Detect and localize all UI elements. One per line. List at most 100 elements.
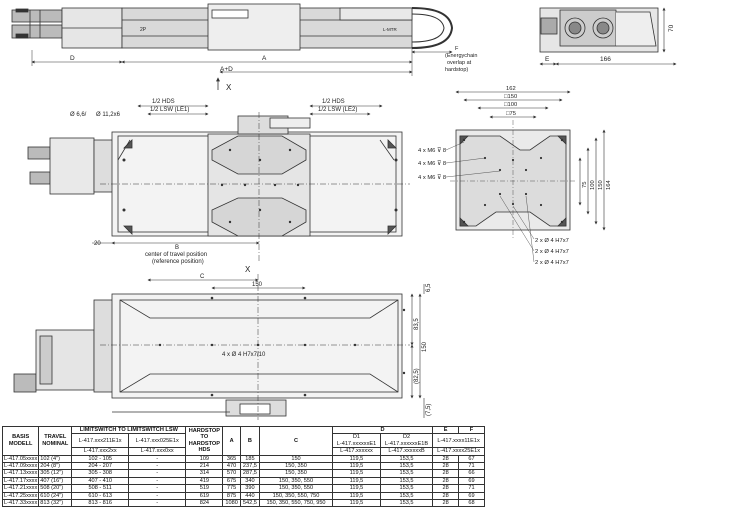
table-cell: 204 - 207 [71,462,130,471]
thread-label-3: 4 x M6 ⊽ 8 [418,174,446,181]
table-cell: 109 [185,454,224,464]
table-cell: 102 (4") [38,454,73,464]
platform-labels: 162 □150 □100 □75 4 x M6 ⊽ 8 4 x M6 ⊽ 8 … [418,86,612,266]
table-cell: 340 [239,476,261,486]
table-cell: - [128,469,187,478]
header-a: A [222,426,241,456]
table-cell: 287,5 [239,469,261,478]
spec-table: BASIS MODELL TRAVEL NOMINAL LIMITSWITCH … [1,425,485,508]
table-cell: 824 [185,499,224,508]
dim-ad-label: A+D [220,66,233,73]
table-cell: 440 [239,491,261,501]
table-cell: 610 - 613 [71,491,130,501]
table-cell: 28 [432,462,460,471]
vert-dim-75: 75 [582,182,588,188]
vert-dim-100: 100 [590,180,596,190]
vert-dim-164: 164 [606,180,612,190]
table-cell: 542,5 [239,499,261,508]
technical-drawing: D A A+D 2P L-MTR F (Energychain overlap … [11,3,677,420]
table-subheader-row-2: L-417.xxx2xx L-417.xxx0xx L-417.xxxxxx L… [3,447,485,456]
top-view-labels: D A A+D 2P L-MTR F (Energychain overlap … [70,27,477,73]
table-cell: 813 (32") [38,499,73,508]
table-cell: 508 - 511 [71,484,130,493]
sub-d1b: L-417.xxxxxx [332,447,381,456]
dim-82-5-label: (82,5) [414,368,420,384]
hole-11-2-label: Ø 11,2x6 [96,112,121,118]
table-cell: 119,5 [332,499,381,508]
table-cell: L-417.17xxxx [1,476,40,486]
table-cell: 519 [185,484,224,493]
sub-d2b: L-417.xxxxxxB [379,447,434,456]
table-cell: 153,5 [379,499,434,508]
dim-f-line4: hardstop) [445,67,468,73]
half-lsw-le2: 1/2 LSW (LE2) [318,107,357,113]
platform-view [445,90,606,263]
table-cell: 365 [222,454,241,464]
d1-title: D1 [352,434,361,441]
table-cell: 153,5 [379,484,434,493]
table-cell: 28 [432,491,460,501]
table-cell: 68 [458,499,485,508]
table-header-row: BASIS MODELL TRAVEL NOMINAL LIMITSWITCH … [1,425,485,456]
dim-20-label: 20 [94,241,101,247]
table-cell: 185 [239,454,261,464]
dim-e-label: E [545,56,550,63]
label-2p: 2P [140,27,147,33]
header-basis: BASIS MODELL [1,426,40,456]
axis-x-bottom: X [245,265,251,274]
main-view-labels: X 1/2 HDS 1/2 LSW (LE1) 1/2 HDS 1/2 LSW … [70,83,357,274]
main-view [27,77,410,262]
table-cell: 407 (16") [38,476,73,486]
table-cell: 1080 [222,499,241,508]
table-cell: L-417.05xxxx [1,454,40,464]
header-lsw: LIMITSWITCH TO LIMITSWITCH LSW [71,425,187,435]
header-b: B [239,426,261,456]
d2-title: D2 [402,434,411,441]
header-e: E [432,425,460,435]
table-cell: 214 [185,462,224,471]
table-cell: 390 [239,484,261,493]
sub-lsw4: L-417.xxx0xx [128,447,187,456]
table-cell: 119,5 [332,469,381,478]
table-cell: 28 [432,454,460,464]
pin-note-label: 4 x Ø 4 H7x7/10 [222,352,266,358]
table-cell: L-417.25xxxx [1,491,40,501]
sub-d1a: L-417.xxxxxxE1 [336,440,377,447]
dim-162-label: 162 [506,86,516,92]
table-cell: 153,5 [379,491,434,501]
pin-label-3: 2 x Ø 4 H7x7 [535,260,569,266]
dim-83-5-label: 83,5 [414,318,420,330]
table-cell: 419 [185,476,224,486]
dim-75-label: □75 [506,111,516,117]
table-cell: 150, 350, 550, 750, 950 [259,499,333,508]
table-cell: 570 [222,469,241,478]
table-cell: 119,5 [332,491,381,501]
table-cell: 150, 350, 550 [259,476,333,486]
vert-dim-150: 150 [598,180,604,190]
table-cell: 153,5 [379,454,434,464]
table-cell: 66 [458,469,485,478]
dim-150-v-label: 150 [422,341,428,352]
half-hds-right: 1/2 HDS [322,99,345,105]
table-cell: 69 [458,476,485,486]
side-view [539,7,677,66]
sub-efb: L-417.xxxx25E1x [432,447,485,456]
table-cell: 875 [222,491,241,501]
table-cell: 619 [185,491,224,501]
table-cell: 610 (24") [38,491,73,501]
dim-6-5-label: 6,5 [426,283,432,292]
dim-d-label: D [70,55,75,62]
dim-a-label: A [262,55,267,62]
table-cell: 305 - 308 [71,469,130,478]
sub-efa: L-417.xxxx11E1x [432,433,485,449]
table-cell: L-417.21xxxx [1,484,40,493]
